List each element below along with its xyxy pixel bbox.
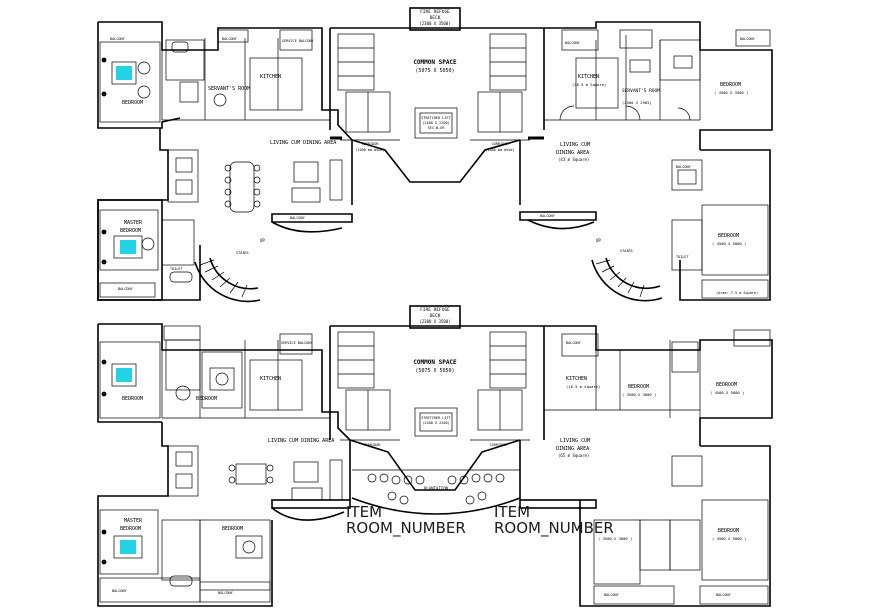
top-lift-l3: SEC.W.ER bbox=[428, 126, 446, 130]
bot-r-bedroom4-dim: ( 4500 X 5000 ) bbox=[712, 536, 746, 541]
annotation-1-item: ITEM bbox=[346, 503, 382, 521]
bot-l-master-l2: BEDROOM bbox=[120, 526, 141, 532]
bot-r-kitchen-area: (16.5 m Square) bbox=[566, 384, 600, 389]
annotation-1-room-number: ROOM_NUMBER bbox=[346, 519, 466, 538]
annotation-2-item: ITEM bbox=[494, 503, 530, 521]
top-labels: FIRE REFUGE DECK (2300 X 3500) COMMON SP… bbox=[110, 9, 758, 295]
bot-r-balcony3: BALCONY bbox=[566, 341, 582, 345]
top-l-toilet: TOILET bbox=[170, 267, 184, 271]
bot-l-kitchen: KITCHEN bbox=[260, 376, 281, 382]
top-l-bedroom: BEDROOM bbox=[122, 100, 143, 106]
top-fire-refuge-l2: DECK bbox=[430, 15, 441, 21]
top-r-bedroom1: BEDROOM bbox=[720, 82, 741, 88]
bot-corridor-left: CORRIDOR bbox=[364, 443, 382, 447]
top-r-living-l2: DINING AREA bbox=[556, 150, 589, 156]
top-l-service-balcony: SERVICE BALCONY bbox=[282, 39, 315, 43]
top-r-kitchen: KITCHEN bbox=[578, 74, 599, 80]
bot-corridor-right: CORRIDOR bbox=[490, 443, 508, 447]
bot-l-service-balcony: SERVICE BALCONY bbox=[281, 341, 314, 345]
top-l-master-l1: MASTER bbox=[124, 220, 143, 226]
bot-r-living-l1: LIVING CUM bbox=[560, 438, 590, 444]
bottom-floor-plan bbox=[97, 305, 773, 607]
top-l-stairs: STAIRS bbox=[236, 251, 249, 255]
top-r-servants-dim: (2500 X 2965) bbox=[622, 100, 652, 105]
bot-l-bedroom1: BEDROOM bbox=[122, 396, 143, 402]
top-r-kitchen-area: (16.5 m Square) bbox=[572, 82, 606, 87]
top-common-space: COMMON SPACE bbox=[413, 59, 457, 66]
top-r-balcony3: BALCONY bbox=[540, 214, 556, 218]
bot-r-bedroom1: BEDROOM bbox=[628, 384, 649, 390]
bot-fire-refuge-l2: DECK bbox=[430, 313, 441, 319]
top-floor-plan bbox=[97, 7, 773, 303]
top-l-master-l2: BEDROOM bbox=[120, 228, 141, 234]
bot-lift-l1: STRETCHER LIFT bbox=[421, 416, 451, 420]
top-r-living-l3: (43 m Square) bbox=[558, 157, 589, 162]
top-r-servants-room: SERVANT'S ROOM bbox=[622, 88, 660, 94]
top-r-balcony-area: (Area: 7.5 m Square) bbox=[716, 291, 758, 295]
annotation-2-room-number: ROOM_NUMBER bbox=[494, 519, 614, 538]
top-l-balcony4: BALCONY bbox=[118, 287, 134, 291]
top-corridor-left: CORRIDOR bbox=[362, 142, 380, 146]
bot-common-space-dim: (5075 X 5050) bbox=[415, 368, 454, 374]
bot-r-kitchen: KITCHEN bbox=[566, 376, 587, 382]
top-r-stairs: STAIRS bbox=[620, 249, 633, 253]
top-r-bedroom1-dim: ( 4500 X 3500 ) bbox=[714, 90, 748, 95]
bot-r-bedroom4: BEDROOM bbox=[718, 528, 739, 534]
bottom-labels: FIRE REFUGE DECK (2300 X 3500) COMMON SP… bbox=[112, 307, 746, 597]
bot-r-bedroom3-dim: ( 3500 X 3000 ) bbox=[598, 536, 632, 541]
top-r-balcony2: BALCONY bbox=[740, 37, 756, 41]
bot-r-bedroom2-dim: ( 4500 X 5000 ) bbox=[710, 390, 744, 395]
top-r-bedroom2: BEDROOM bbox=[718, 233, 739, 239]
top-l-balcony2: BALCONY bbox=[222, 37, 238, 41]
top-r-toilet: TOILET bbox=[676, 255, 690, 259]
top-l-living: LIVING CUM DINING AREA bbox=[270, 140, 336, 146]
top-r-bedroom2-dim: ( 4500 X 5000 ) bbox=[712, 241, 746, 246]
bot-r-balcony2: BALCONY bbox=[716, 593, 732, 597]
top-l-balcony3: BALCONY bbox=[290, 216, 306, 220]
bot-l-bedroom3: BEDROOM bbox=[222, 526, 243, 532]
bot-common-space: COMMON SPACE bbox=[413, 359, 457, 366]
bot-l-balcony: BALCONY bbox=[112, 589, 128, 593]
top-corridor-right-dim: (1500 mm Wide) bbox=[485, 148, 515, 152]
bot-l-balcony2: BALCONY bbox=[218, 591, 234, 595]
bot-l-bedroom2: BEDROOM bbox=[196, 396, 217, 402]
bot-plantation: PLANTATION bbox=[424, 486, 449, 491]
top-lift-l1: STRETCHER LIFT bbox=[421, 116, 451, 120]
bot-fire-refuge-l1: FIRE REFUGE bbox=[420, 307, 450, 313]
top-r-living-l1: LIVING CUM bbox=[560, 142, 590, 148]
top-l-kitchen: KITCHEN bbox=[260, 74, 281, 80]
top-fire-refuge-l3: (2300 X 3500) bbox=[419, 21, 450, 26]
bot-r-living-l2: DINING AREA bbox=[556, 446, 589, 452]
item-annotations: ITEM ROOM_NUMBER ITEM ROOM_NUMBER bbox=[346, 503, 614, 538]
bot-r-balcony: BALCONY bbox=[604, 593, 620, 597]
bot-r-living-l3: (65 m Square) bbox=[558, 453, 589, 458]
top-common-space-dim: (5075 X 5050) bbox=[415, 68, 454, 74]
bottom-furniture bbox=[101, 359, 505, 587]
top-l-up: UP bbox=[260, 238, 265, 243]
top-l-balcony: BALCONY bbox=[110, 37, 126, 41]
bot-l-living: LIVING CUM DINING AREA bbox=[268, 438, 334, 444]
top-r-balcony4: BALCONY bbox=[676, 165, 692, 169]
top-corridor-right: CORRIDOR bbox=[492, 142, 510, 146]
bot-lift-l2: (2400 X 2200) bbox=[422, 421, 449, 425]
bot-r-bedroom1-dim: ( 3500 X 3000 ) bbox=[622, 392, 656, 397]
top-r-up: UP bbox=[596, 238, 601, 243]
bot-l-master-l1: MASTER bbox=[124, 518, 143, 524]
top-r-balcony: BALCONY bbox=[565, 41, 581, 45]
bot-r-bedroom2: BEDROOM bbox=[716, 382, 737, 388]
top-fire-refuge-l1: FIRE REFUGE bbox=[420, 9, 450, 15]
bot-fire-refuge-l3: (2300 X 3500) bbox=[419, 319, 450, 324]
top-furniture bbox=[101, 41, 697, 283]
top-corridor-left-dim: (1500 mm Wide) bbox=[355, 148, 385, 152]
top-l-servants-room: SERVANT'S ROOM bbox=[208, 86, 250, 92]
top-lift-l2: (2400 X 2200) bbox=[422, 121, 449, 125]
